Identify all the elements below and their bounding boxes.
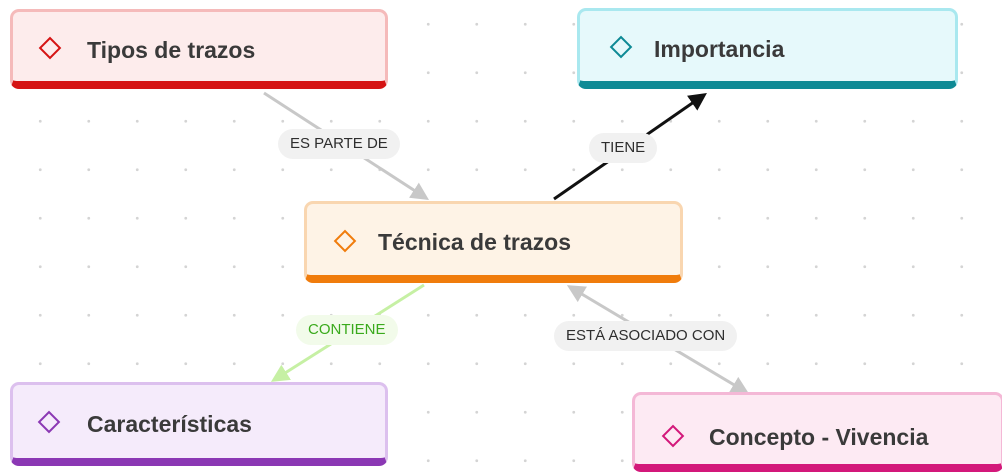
diamond-icon xyxy=(333,229,357,253)
edge-label-contiene[interactable]: CONTIENE xyxy=(296,315,398,345)
node-caracteristicas[interactable]: Características xyxy=(10,382,388,466)
node-concepto-vivencia[interactable]: Concepto - Vivencia xyxy=(632,392,1002,472)
node-tecnica-de-trazos[interactable]: Técnica de trazos xyxy=(304,201,683,283)
node-tipos-de-trazos[interactable]: Tipos de trazos xyxy=(10,9,388,89)
diamond-icon xyxy=(37,410,61,434)
edge-label-tiene[interactable]: TIENE xyxy=(589,133,658,163)
edge-label-es-parte-de[interactable]: ES PARTE DE xyxy=(278,129,400,159)
edge-label-text: TIENE xyxy=(601,139,646,156)
edge-label-esta-asociado-con[interactable]: ESTÁ ASOCIADO CON xyxy=(554,321,738,351)
edge-label-text: ES PARTE DE xyxy=(290,135,388,152)
node-label: Tipos de trazos xyxy=(87,37,256,63)
node-label: Concepto - Vivencia xyxy=(709,424,929,450)
diamond-icon xyxy=(609,35,633,59)
node-importancia[interactable]: Importancia xyxy=(577,8,958,89)
edge-label-text: CONTIENE xyxy=(308,321,386,338)
node-label: Características xyxy=(87,411,252,437)
node-label: Técnica de trazos xyxy=(378,229,572,255)
diamond-icon xyxy=(38,36,62,60)
diamond-icon xyxy=(661,424,685,448)
edge-label-text: ESTÁ ASOCIADO CON xyxy=(566,327,726,344)
node-label: Importancia xyxy=(654,36,785,62)
